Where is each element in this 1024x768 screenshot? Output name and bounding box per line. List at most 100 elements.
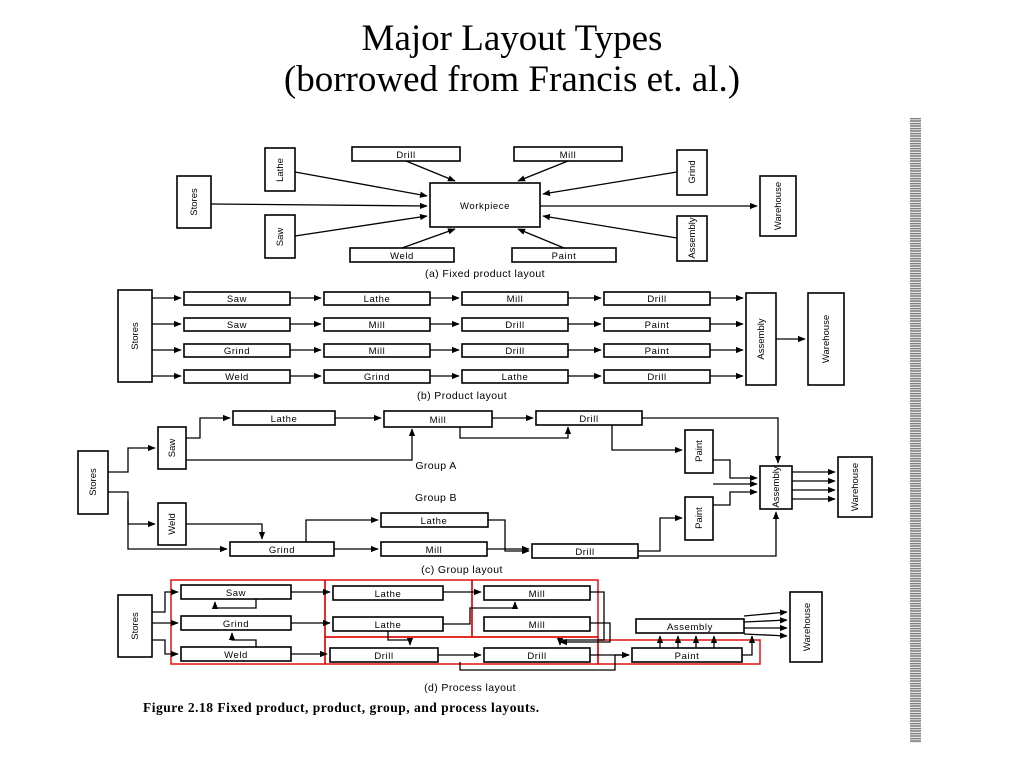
stores-box (117, 594, 153, 658)
grind-label: Grind (269, 545, 295, 556)
product-station-label: Mill (369, 346, 386, 357)
drill-label: Drill (579, 414, 598, 425)
assembly-box (676, 215, 708, 262)
stores-box (176, 175, 212, 229)
scanned-page-edge (910, 118, 921, 743)
stores-label: Stores (130, 612, 141, 640)
product-station-label: Drill (505, 320, 524, 331)
grind-label: Grind (223, 619, 249, 630)
mill-box-2 (483, 616, 591, 632)
product-station-label: Grind (364, 372, 390, 383)
weld-box (157, 502, 187, 546)
product-station-label: Paint (645, 346, 670, 357)
warehouse-box (807, 292, 845, 386)
group-layout: Stores Saw Lathe Mill Drill Paint Group … (77, 410, 873, 576)
grind-box (676, 149, 708, 196)
assembly-label: Assembly (771, 466, 782, 507)
fixed-product-layout: Workpiece Stores Lathe Saw Drill Mill We… (176, 146, 797, 280)
fixed-arrows (210, 160, 758, 249)
assembly-label: Assembly (667, 622, 713, 633)
weld-label: Weld (390, 251, 414, 262)
warehouse-label: Warehouse (802, 603, 813, 651)
weld-label: Weld (224, 650, 248, 661)
product-station-label: Weld (225, 372, 249, 383)
mill-label-2: Mill (529, 620, 546, 631)
saw-box (264, 214, 296, 259)
drill-label: Drill (396, 150, 415, 161)
warehouse-label: Warehouse (850, 463, 861, 511)
weld-label: Weld (167, 513, 178, 534)
workpiece-label: Workpiece (460, 201, 510, 212)
group-a-label: Group A (415, 460, 456, 472)
workpiece-box (429, 182, 541, 228)
slide-title: Major Layout Types (borrowed from Franci… (0, 18, 1024, 100)
title-line-2: (borrowed from Francis et. al.) (283, 59, 741, 100)
lathe-label: Lathe (271, 414, 298, 425)
product-station-label: Saw (227, 294, 247, 305)
warehouse-box (789, 591, 823, 663)
product-station-label: Lathe (502, 372, 529, 383)
caption-b: (b) Product layout (417, 390, 507, 402)
figure-caption: Figure 2.18 Fixed product, product, grou… (143, 700, 540, 715)
warehouse-label: Warehouse (821, 315, 832, 363)
assembly-label: Assembly (756, 318, 767, 359)
drill-label: Drill (374, 651, 393, 662)
mill-label: Mill (430, 415, 447, 426)
mill-box (483, 585, 591, 601)
mill-box (383, 410, 493, 428)
mill-label: Mill (426, 545, 443, 556)
assembly-box (745, 292, 777, 386)
saw-label: Saw (167, 439, 178, 458)
warehouse-label: Warehouse (773, 182, 784, 230)
process-arrows (152, 588, 788, 671)
assembly-label: Assembly (687, 217, 698, 258)
lathe-box (332, 585, 444, 601)
caption-a: (a) Fixed product layout (425, 268, 545, 280)
lathe-label-2: Lathe (375, 620, 402, 631)
product-station-label: Lathe (364, 294, 391, 305)
lathe-box (264, 147, 296, 192)
saw-box (157, 426, 187, 470)
lathe-label: Lathe (421, 516, 448, 527)
product-station-label: Paint (645, 320, 670, 331)
caption-c: (c) Group layout (421, 564, 503, 576)
paint-box (684, 496, 714, 541)
stores-label: Stores (130, 322, 141, 350)
lathe-label: Lathe (275, 158, 286, 182)
paint-label: Paint (694, 507, 705, 529)
product-station-label: Drill (647, 294, 666, 305)
mill-label: Mill (529, 589, 546, 600)
product-station-label: Saw (227, 320, 247, 331)
paint-label: Paint (675, 651, 700, 662)
drill-label-2: Drill (527, 651, 546, 662)
product-station-label: Drill (505, 346, 524, 357)
group-arrows (108, 414, 836, 557)
lathe-label: Lathe (375, 589, 402, 600)
product-station-label: Mill (369, 320, 386, 331)
stores-label: Stores (189, 188, 200, 216)
assembly-box (759, 465, 793, 510)
stores-box (77, 450, 109, 515)
paint-label: Paint (552, 251, 577, 262)
grind-label: Grind (687, 160, 698, 183)
assembly-box (635, 618, 745, 634)
stores-box (117, 289, 153, 383)
stores-label: Stores (88, 468, 99, 496)
saw-label: Saw (275, 228, 286, 247)
warehouse-box (759, 175, 797, 237)
warehouse-box (837, 456, 873, 518)
drill-label: Drill (575, 547, 594, 558)
saw-label: Saw (226, 588, 246, 599)
process-layout: Stores Saw Grind Weld Lathe Lathe Mill M… (117, 579, 823, 694)
paint-box (684, 429, 714, 474)
title-line-1: Major Layout Types (361, 18, 663, 59)
product-station-label: Drill (647, 372, 666, 383)
product-station-label: Grind (224, 346, 250, 357)
group-b-label: Group B (415, 492, 457, 504)
mill-label: Mill (560, 150, 577, 161)
caption-d: (d) Process layout (424, 682, 516, 694)
product-station-label: Mill (507, 294, 524, 305)
